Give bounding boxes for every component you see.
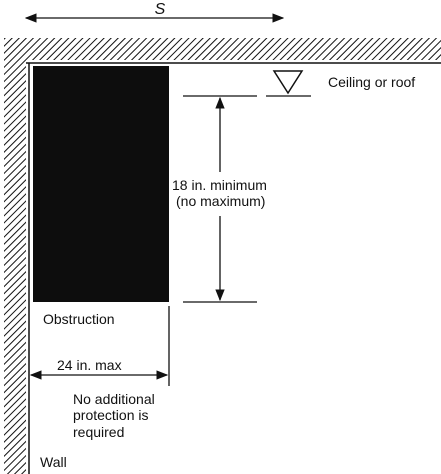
obstruction-block <box>33 66 169 302</box>
width-label: 24 in. max <box>57 357 122 373</box>
wall-label: Wall <box>40 454 67 470</box>
wall-hatch <box>4 60 26 474</box>
clearance-label-line2: (no maximum) <box>176 193 265 209</box>
note-line1: No additional <box>73 391 155 407</box>
note-line2: protection is <box>73 407 148 423</box>
ceiling-level-triangle-icon <box>272 70 304 95</box>
note-line3: required <box>73 424 124 440</box>
spacing-label: S <box>155 1 166 18</box>
clearance-label-line1: 18 in. minimum <box>172 177 267 193</box>
obstruction-label: Obstruction <box>43 311 115 327</box>
ceiling-label: Ceiling or roof <box>328 74 415 90</box>
ceiling-hatch <box>4 38 441 60</box>
